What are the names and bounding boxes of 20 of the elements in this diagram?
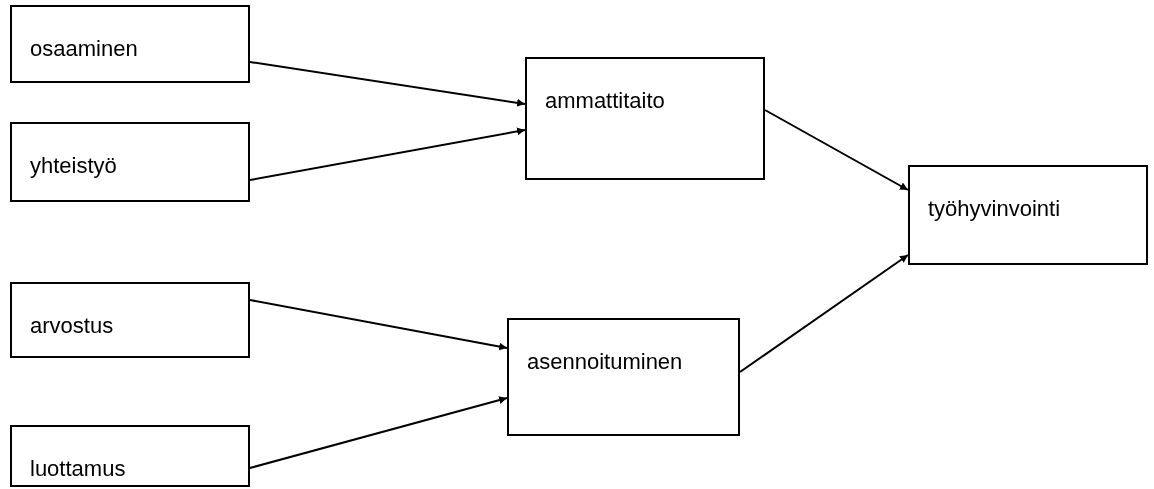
arrow bbox=[249, 396, 508, 469]
process-box bbox=[10, 282, 250, 358]
arrow bbox=[249, 127, 526, 181]
arrow bbox=[249, 299, 508, 351]
box-label: arvostus bbox=[30, 312, 115, 340]
process-box bbox=[10, 425, 250, 487]
process-box bbox=[10, 122, 250, 202]
process-box bbox=[908, 165, 1148, 265]
box-label: asennoituminen bbox=[527, 348, 684, 376]
arrow bbox=[739, 254, 909, 373]
box-label: työhyvinvointi bbox=[928, 195, 1062, 223]
arrow bbox=[764, 109, 909, 191]
process-box bbox=[10, 5, 250, 83]
process-box bbox=[525, 57, 765, 180]
box-label: luottamus bbox=[30, 455, 127, 483]
box-label: ammattitaito bbox=[545, 87, 666, 115]
box-label: osaaminen bbox=[30, 35, 139, 63]
arrow bbox=[249, 61, 526, 107]
process-box bbox=[507, 318, 740, 436]
box-label: yhteistyö bbox=[30, 152, 118, 180]
